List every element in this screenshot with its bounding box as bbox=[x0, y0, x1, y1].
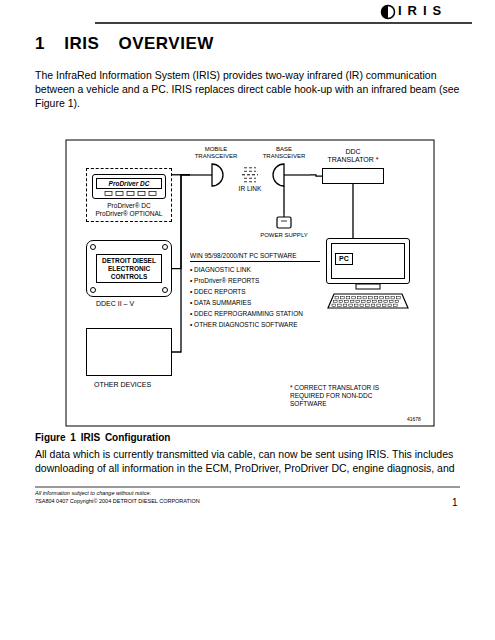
housing-bolt bbox=[90, 244, 96, 250]
body-paragraph: The InfraRed Information System (IRIS) p… bbox=[35, 68, 465, 110]
component-label: DDC TRANSLATOR * bbox=[322, 148, 384, 164]
housing-bolt bbox=[162, 244, 168, 250]
pc-monitor: PC bbox=[326, 238, 410, 284]
power-supply: POWER SUPPLY bbox=[259, 214, 309, 239]
screen-label: PC bbox=[335, 253, 353, 265]
device-buttons bbox=[101, 191, 161, 196]
housing-bolt bbox=[162, 287, 168, 293]
ecm-unit: DETROIT DIESEL ELECTRONIC CONTROLS DDEC I… bbox=[86, 240, 172, 308]
power-supply-symbol bbox=[259, 214, 309, 230]
body-paragraph: All data which is currently transmitted … bbox=[35, 447, 465, 475]
component-label: BASE TRANSCEIVER bbox=[258, 146, 310, 160]
device-box bbox=[86, 328, 172, 376]
edge-label: IR LINK bbox=[238, 185, 263, 193]
ecm-logo: DETROIT DIESEL ELECTRONIC CONTROLS bbox=[98, 257, 160, 280]
ecm-housing: DETROIT DIESEL ELECTRONIC CONTROLS bbox=[86, 240, 172, 297]
device-logo: ProDriver DC bbox=[96, 178, 162, 189]
page-number: 1 bbox=[452, 497, 467, 509]
footnote: * CORRECT TRANSLATOR IS REQUIRED FOR NON… bbox=[290, 384, 408, 408]
software-item: • DDEC REPROGRAMMING STATION bbox=[190, 310, 320, 318]
transceiver-symbol bbox=[258, 160, 310, 190]
footer-note: All information subject to change withou… bbox=[35, 490, 335, 497]
translator-box bbox=[322, 168, 384, 184]
ir-beam-ray bbox=[244, 178, 256, 179]
prodriver-device: ProDriver DC bbox=[92, 174, 166, 199]
base-transceiver: BASE TRANSCEIVER bbox=[258, 146, 310, 190]
footer-rule bbox=[35, 487, 460, 488]
footer-copyright: 7SA804 0407 Copyright© 2004 DETROIT DIES… bbox=[35, 498, 335, 505]
component-label: OTHER DEVICES bbox=[86, 381, 172, 389]
header-logo-icon bbox=[382, 6, 395, 19]
software-item: • DDEC REPORTS bbox=[190, 288, 320, 296]
page-title: 1 IRIS OVERVIEW bbox=[35, 34, 214, 54]
cable bbox=[352, 184, 353, 238]
figure-caption: Figure 1 IRIS Configuration bbox=[35, 432, 170, 444]
mobile-transceiver: MOBILE TRANSCEIVER bbox=[190, 146, 242, 190]
software-item: • DATA SUMMARIES bbox=[190, 299, 320, 307]
other-devices: OTHER DEVICES bbox=[86, 328, 172, 389]
component-label: MOBILE TRANSCEIVER bbox=[190, 146, 242, 160]
software-item: • ProDriver® REPORTS bbox=[190, 277, 320, 285]
component-label: DDEC II – V bbox=[86, 300, 172, 308]
figure-frame bbox=[66, 140, 434, 426]
cable bbox=[310, 175, 322, 176]
optional-device-group: ProDriver DC ProDriver® DC ProDriver® OPT… bbox=[86, 168, 172, 222]
ir-beam-ray bbox=[244, 181, 256, 182]
figure-number: 41678 bbox=[407, 416, 432, 422]
transceiver-symbol bbox=[190, 160, 242, 190]
housing-bolt bbox=[90, 287, 96, 293]
ir-beam bbox=[242, 174, 258, 175]
software-item: • OTHER DIAGNOSTIC SOFTWARE bbox=[190, 321, 320, 329]
cable bbox=[283, 190, 284, 214]
software-heading: WIN 95/98/2000/NT PC SOFTWARE bbox=[190, 252, 320, 262]
pc-workstation: PC bbox=[326, 238, 410, 310]
translator: DDC TRANSLATOR * bbox=[322, 148, 384, 184]
header-rule bbox=[95, 22, 472, 24]
ecm-nameplate: DETROIT DIESEL ELECTRONIC CONTROLS bbox=[96, 254, 162, 283]
ir-beam-ray bbox=[244, 171, 256, 172]
software-item: • DIAGNOSTIC LINK bbox=[190, 266, 320, 274]
pc-screen: PC bbox=[331, 243, 405, 279]
device-label: ProDriver® DC ProDriver® OPTIONAL bbox=[92, 202, 166, 217]
cable bbox=[172, 175, 190, 352]
pc-stand-keyboard bbox=[326, 284, 410, 310]
header-logo-text: IRIS bbox=[398, 3, 488, 19]
component-label: POWER SUPPLY bbox=[259, 232, 309, 239]
ir-beam-ray bbox=[244, 167, 256, 168]
